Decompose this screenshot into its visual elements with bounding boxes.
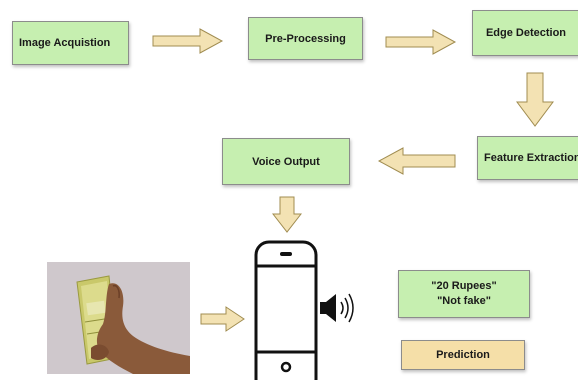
arrow-right-2 [385, 29, 457, 55]
prediction-label: Prediction [436, 349, 490, 361]
output-text-box: "20 Rupees" "Not fake" [398, 270, 530, 318]
speaker-icon [320, 293, 354, 323]
smartphone-icon [254, 240, 318, 380]
pre-processing-label: Pre-Processing [265, 32, 346, 45]
voice-output-label: Voice Output [252, 155, 320, 168]
output-text-line2: "Not fake" [437, 295, 491, 307]
arrow-down-2 [272, 196, 302, 233]
pre-processing-box: Pre-Processing [248, 17, 363, 60]
arrow-right-3 [200, 306, 245, 332]
edge-detection-box: Edge Detection [472, 10, 578, 56]
image-acquisition-label: Image Acquistion [19, 37, 111, 49]
feature-extraction-label: Feature Extraction [484, 152, 578, 164]
output-text-line1: "20 Rupees" [431, 280, 497, 292]
arrow-right-1 [152, 28, 224, 54]
prediction-box: Prediction [401, 340, 525, 370]
edge-detection-label: Edge Detection [485, 27, 567, 39]
feature-extraction-box: Feature Extraction [477, 136, 578, 180]
voice-output-box: Voice Output [222, 138, 350, 185]
arrow-left-1 [377, 147, 456, 175]
arrow-down-1 [516, 72, 554, 127]
image-acquisition-box: Image Acquistion [12, 21, 129, 65]
hand-holding-banknotes-photo [47, 262, 190, 374]
